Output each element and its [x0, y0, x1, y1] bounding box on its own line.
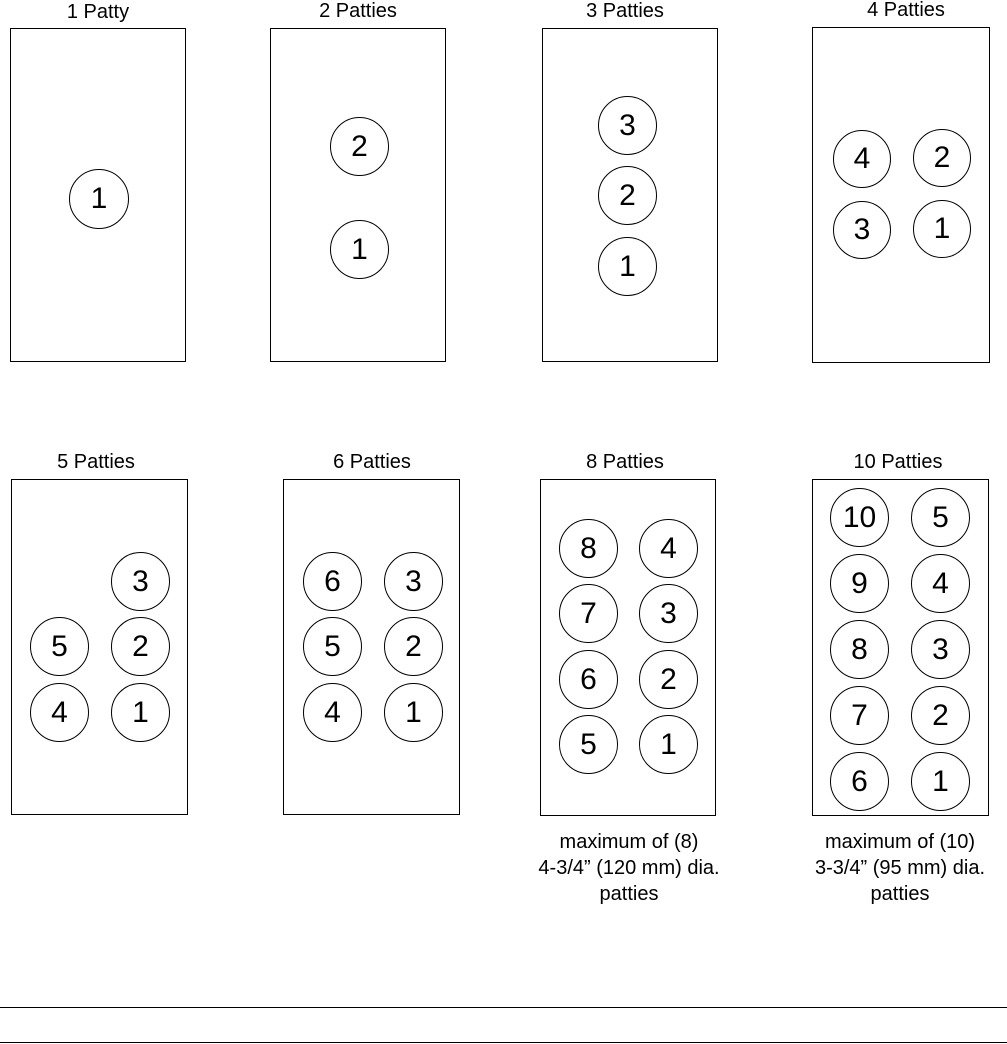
patty-circle: 8 — [830, 620, 889, 679]
note-max-10: maximum of (10) 3-3/4” (95 mm) dia. patt… — [780, 829, 1007, 907]
patty-circle: 6 — [559, 650, 618, 709]
patty-circle: 7 — [830, 686, 889, 745]
patty-circle: 8 — [559, 519, 618, 578]
panel-title-1-patty: 1 Patty — [66, 1, 130, 23]
patty-circle: 6 — [303, 552, 362, 611]
patty-circle: 6 — [830, 752, 889, 811]
patty-circle: 4 — [30, 683, 89, 742]
note-max-8: maximum of (8) 4-3/4” (120 mm) dia. patt… — [509, 829, 749, 907]
patty-circle: 1 — [111, 683, 170, 742]
patty-circle: 1 — [913, 200, 971, 258]
panel-title-6-patties: 6 Patties — [333, 451, 411, 473]
patty-circle: 2 — [111, 617, 170, 676]
patty-circle: 5 — [30, 617, 89, 676]
patty-circle: 1 — [639, 715, 698, 774]
patty-circle: 2 — [384, 617, 443, 676]
patty-circle: 1 — [384, 683, 443, 742]
patty-circle: 3 — [833, 201, 891, 259]
patty-circle: 7 — [559, 584, 618, 643]
note-max-8-line3: patties — [599, 883, 659, 905]
patty-circle: 3 — [598, 96, 657, 155]
patty-circle: 2 — [330, 117, 389, 176]
patty-circle: 5 — [559, 715, 618, 774]
note-max-8-line2: 4-3/4” (120 mm) dia. — [538, 857, 720, 879]
patty-circle: 4 — [833, 130, 891, 188]
patty-circle: 2 — [913, 129, 971, 187]
patty-circle: 2 — [911, 686, 970, 745]
patty-circle: 3 — [111, 552, 170, 611]
patty-circle: 1 — [911, 752, 970, 811]
patty-circle: 4 — [303, 683, 362, 742]
patty-circle: 1 — [330, 220, 389, 279]
patty-circle: 3 — [911, 620, 970, 679]
panel-title-2-patties: 2 Patties — [319, 0, 397, 22]
patty-circle: 4 — [639, 519, 698, 578]
note-max-10-line3: patties — [870, 883, 930, 905]
panel-title-10-patties: 10 Patties — [853, 451, 943, 473]
note-max-8-line1: maximum of (8) — [559, 831, 699, 853]
patty-circle: 1 — [69, 169, 129, 229]
patty-circle: 5 — [911, 488, 970, 547]
patty-circle: 1 — [598, 237, 657, 296]
patty-circle: 10 — [830, 488, 889, 547]
note-max-10-line2: 3-3/4” (95 mm) dia. — [814, 857, 986, 879]
footer-rule-bottom — [0, 1042, 1007, 1043]
patty-circle: 4 — [911, 554, 970, 613]
panel-title-3-patties: 3 Patties — [586, 0, 664, 22]
panel-title-5-patties: 5 Patties — [57, 451, 135, 473]
tray-2-patties — [270, 28, 446, 362]
patty-circle: 9 — [830, 554, 889, 613]
patty-circle: 5 — [303, 617, 362, 676]
tray-4-patties — [812, 27, 990, 363]
patty-circle: 2 — [598, 166, 657, 225]
patty-circle: 3 — [639, 584, 698, 643]
note-max-10-line1: maximum of (10) — [824, 831, 976, 853]
panel-title-4-patties: 4 Patties — [867, 0, 945, 21]
footer-rule-top — [0, 1007, 1007, 1008]
patty-circle: 2 — [639, 650, 698, 709]
patty-circle: 3 — [384, 552, 443, 611]
panel-title-8-patties: 8 Patties — [586, 451, 664, 473]
